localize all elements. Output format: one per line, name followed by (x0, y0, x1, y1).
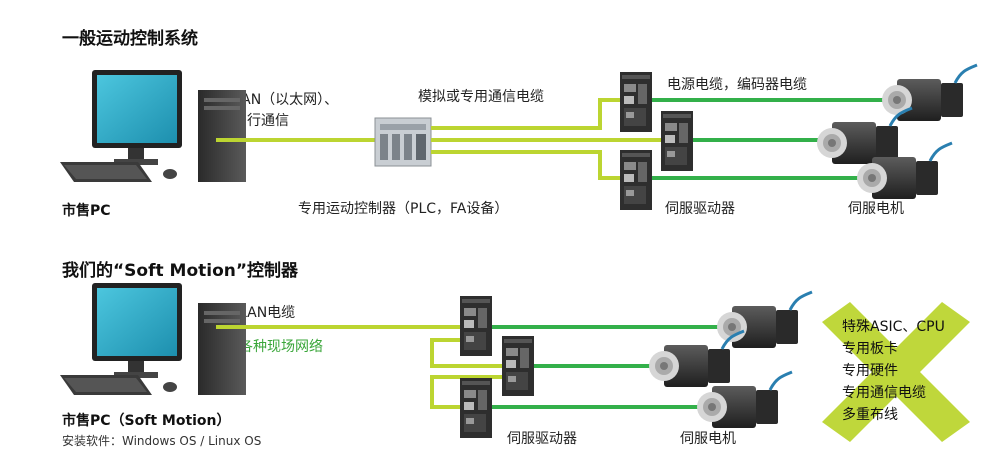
softmotion-pc-icon (60, 283, 246, 395)
servo-motor-icon (880, 63, 979, 123)
servo-motor-icon (815, 106, 914, 166)
servo-driver-icon (460, 296, 492, 356)
x-item: 专用通信电缆 (842, 385, 926, 401)
section2-title: 我们的“Soft Motion”控制器 (62, 261, 299, 281)
cable-label: 模拟或专用通信电缆 (418, 89, 544, 105)
pc-computer-icon (60, 70, 246, 182)
x-item: 专用板卡 (842, 341, 898, 357)
x-item: 专用硬件 (842, 363, 898, 379)
servo-driver-icon (502, 336, 534, 396)
pc-label: 市售PC (62, 203, 111, 219)
softmotion-pc-sublabel: 安装软件：Windows OS / Linux OS (62, 434, 262, 448)
section1-title: 一般运动控制系统 (62, 29, 198, 49)
fieldnet-chain-1 (430, 338, 502, 368)
driver-label-2: 伺服驱动器 (507, 431, 577, 447)
lan-cable-label: LAN电缆 (239, 305, 296, 321)
softmotion-pc-label: 市售PC（Soft Motion） (62, 413, 231, 429)
servo-motor-icon (715, 290, 814, 350)
x-item: 特殊ASIC、CPU (842, 319, 945, 335)
motor-label-2: 伺服电机 (680, 431, 736, 447)
servo-driver-icon (661, 111, 693, 171)
driver-label: 伺服驱动器 (665, 201, 735, 217)
lan-label-line2: 串行通信 (233, 113, 289, 129)
plc-controller-icon (374, 117, 432, 167)
drive-cable-3 (431, 150, 620, 180)
servo-motor-icon (647, 329, 746, 389)
fieldnet-chain-2 (430, 375, 502, 409)
x-mark-icon (822, 302, 970, 442)
motor-label: 伺服电机 (848, 201, 904, 217)
servo-driver-icon (620, 150, 652, 210)
lan-label-line1: LAN（以太网）、 (233, 92, 339, 108)
controller-label: 专用运动控制器（PLC，FA设备） (298, 201, 509, 217)
servo-driver-icon (460, 378, 492, 438)
power-encoder-label: 电源电缆，编码器电缆 (667, 77, 807, 93)
x-item: 多重布线 (842, 407, 898, 423)
fieldnet-label: 各种现场网络 (239, 339, 323, 355)
drive-cable-1 (431, 98, 620, 130)
servo-driver-icon (620, 72, 652, 132)
